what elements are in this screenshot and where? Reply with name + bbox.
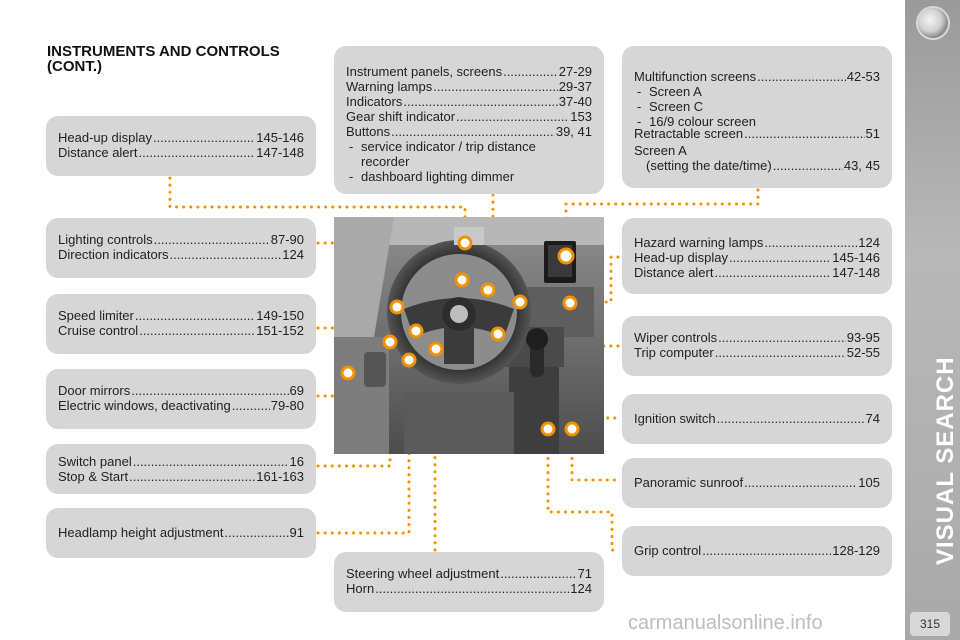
index-entry[interactable]: Wiper controls93-95 xyxy=(634,330,880,345)
marker-buttons xyxy=(480,282,496,298)
marker-speed xyxy=(408,323,424,339)
index-entry[interactable]: Cruise control151-152 xyxy=(58,323,304,338)
head-up-box: Head-up display145-146 Distance alert147… xyxy=(46,116,316,176)
index-entry[interactable]: Head-up display145-146 xyxy=(58,130,304,145)
wiper-box: Wiper controls93-95 Trip computer52-55 xyxy=(622,316,892,376)
sub-item[interactable]: -Screen A xyxy=(637,84,702,99)
screen-a-label: Screen A xyxy=(634,143,687,158)
marker-mirrors xyxy=(340,365,356,381)
index-entry[interactable]: Steering wheel adjustment71 xyxy=(346,566,592,581)
index-entry[interactable]: Stop & Start161-163 xyxy=(58,469,304,484)
headlamp-box: Headlamp height adjustment91 xyxy=(46,508,316,558)
sub-item[interactable]: -Screen C xyxy=(637,99,704,114)
index-entry[interactable]: Electric windows, deactivating79-80 xyxy=(58,398,304,413)
index-entry[interactable]: Door mirrors69 xyxy=(58,383,304,398)
connector-grip xyxy=(546,428,620,552)
marker-headlamp xyxy=(401,352,417,368)
marker-head-up xyxy=(457,235,473,251)
index-entry[interactable]: Distance alert147-148 xyxy=(634,265,880,280)
instrument-box: Instrument panels, screens27-29 Warning … xyxy=(334,46,604,194)
index-entry[interactable]: Distance alert147-148 xyxy=(58,145,304,160)
connector-switch-panel xyxy=(316,340,392,468)
index-entry[interactable]: Multifunction screens42-53 xyxy=(634,69,880,84)
marker-lighting xyxy=(389,299,405,315)
connector-sunroof xyxy=(570,428,620,482)
sub-item[interactable]: -service indicator / trip distance recor… xyxy=(349,139,536,169)
index-entry[interactable]: Speed limiter149-150 xyxy=(58,308,304,323)
sub-item[interactable]: -16/9 colour screen xyxy=(637,114,756,129)
page-title: INSTRUMENTS AND CONTROLS (CONT.) xyxy=(47,43,280,75)
index-entry[interactable]: Indicators37-40 xyxy=(346,94,592,109)
sub-item[interactable]: -dashboard lighting dimmer xyxy=(349,169,515,184)
index-entry[interactable]: Trip computer52-55 xyxy=(634,345,880,360)
marker-trip xyxy=(490,326,506,342)
page-number: 315 xyxy=(910,612,950,636)
ignition-box: Ignition switch74 xyxy=(622,394,892,444)
switch-panel-box: Switch panel16 Stop & Start161-163 xyxy=(46,444,316,494)
section-sidebar xyxy=(905,0,960,640)
index-entry[interactable]: Horn124 xyxy=(346,581,592,596)
index-entry[interactable]: Panoramic sunroof105 xyxy=(634,475,880,490)
mirrors-box: Door mirrors69 Electric windows, deactiv… xyxy=(46,369,316,429)
watermark: carmanualsonline.info xyxy=(628,612,823,634)
multifunction-box: Multifunction screens42-53 -Screen A -Sc… xyxy=(622,46,892,188)
connector-multifunction xyxy=(564,188,760,258)
index-entry[interactable]: Grip control128-129 xyxy=(634,543,880,558)
index-entry[interactable]: Warning lamps29-37 xyxy=(346,79,592,94)
grip-box: Grip control128-129 xyxy=(622,526,892,576)
index-entry[interactable]: Hazard warning lamps124 xyxy=(634,235,880,250)
index-entry[interactable]: Direction indicators124 xyxy=(58,247,304,262)
index-entry[interactable]: Instrument panels, screens27-29 xyxy=(346,64,592,79)
index-entry[interactable]: Lighting controls87-90 xyxy=(58,232,304,247)
marker-grip xyxy=(540,421,556,437)
lighting-box: Lighting controls87-90 Direction indicat… xyxy=(46,218,316,278)
index-entry[interactable]: Ignition switch74 xyxy=(634,411,880,426)
marker-sunroof xyxy=(564,421,580,437)
index-entry[interactable]: Gear shift indicator153 xyxy=(346,109,592,124)
marker-steering xyxy=(428,341,444,357)
index-entry[interactable]: Head-up display145-146 xyxy=(634,250,880,265)
marker-switch-panel xyxy=(382,334,398,350)
steering-box: Steering wheel adjustment71 Horn124 xyxy=(334,552,604,612)
index-entry[interactable]: Headlamp height adjustment91 xyxy=(58,525,304,540)
sunroof-box: Panoramic sunroof105 xyxy=(622,458,892,508)
marker-wiper xyxy=(512,294,528,310)
speed-box: Speed limiter149-150 Cruise control151-1… xyxy=(46,294,316,354)
hazard-box: Hazard warning lamps124 Head-up display1… xyxy=(622,218,892,294)
marker-instrument xyxy=(454,272,470,288)
marker-hazard xyxy=(562,295,578,311)
index-entry[interactable]: Buttons39, 41 xyxy=(346,124,592,139)
marker-multifunction xyxy=(557,247,575,265)
brand-logo-icon xyxy=(918,8,948,38)
index-entry[interactable]: Switch panel16 xyxy=(58,454,304,469)
index-entry[interactable]: Retractable screen51 xyxy=(634,126,880,141)
index-entry[interactable]: (setting the date/time)43, 45 xyxy=(634,158,880,173)
